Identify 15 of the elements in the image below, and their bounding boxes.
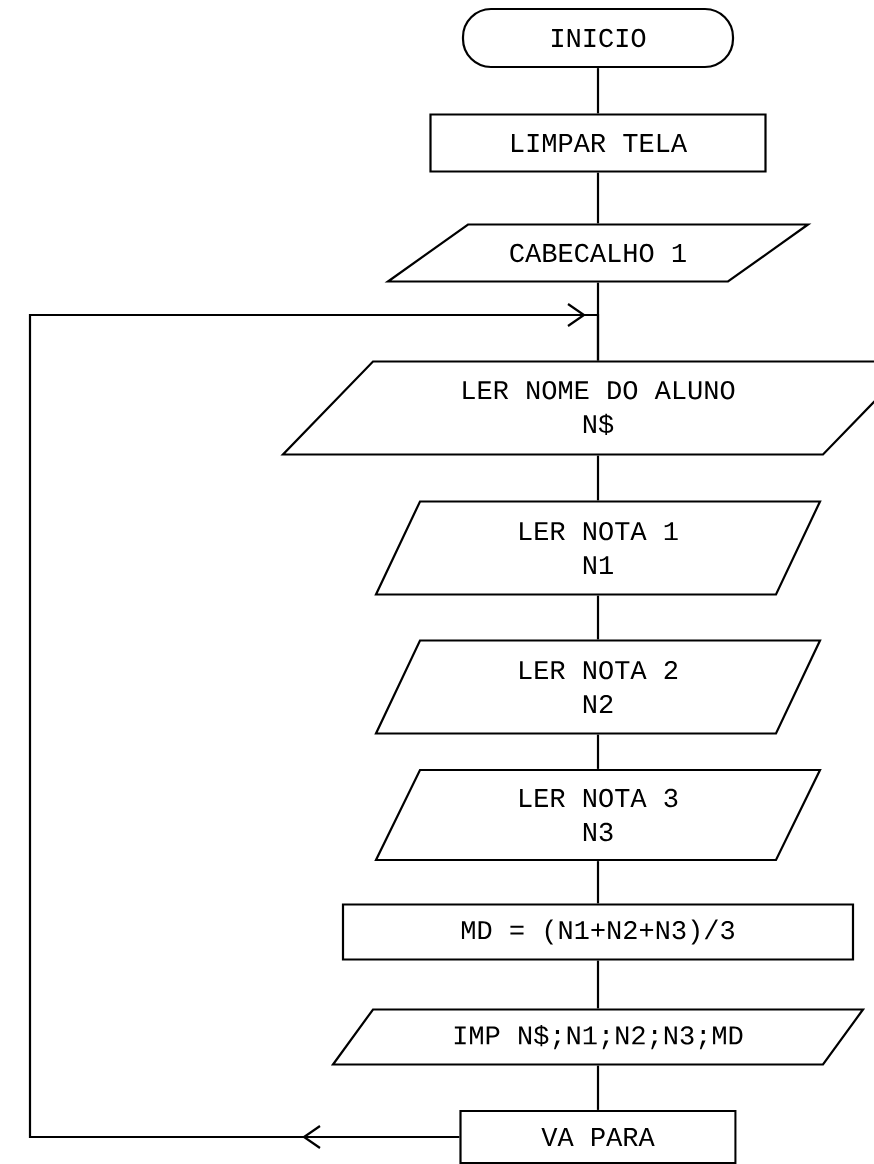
connector-line [596, 960, 600, 1009]
process-box: VA PARA [459, 1109, 737, 1164]
connector-line [596, 595, 600, 640]
input-output-parallelogram: LER NOTA 2 N2 [374, 639, 822, 735]
connector-line [596, 172, 600, 224]
loop-arrow [28, 302, 600, 1150]
connector-line [596, 861, 600, 904]
process-box: MD = (N1+N2+N3)/3 [341, 903, 855, 961]
connector-line [596, 68, 600, 114]
connector-line [596, 455, 600, 501]
connector-line [596, 734, 600, 769]
input-output-parallelogram: LER NOTA 3 N3 [374, 768, 822, 862]
connector-line [596, 1065, 600, 1110]
input-output-parallelogram: LER NOTA 1 N1 [374, 500, 822, 596]
process-box: LIMPAR TELA [429, 113, 767, 173]
